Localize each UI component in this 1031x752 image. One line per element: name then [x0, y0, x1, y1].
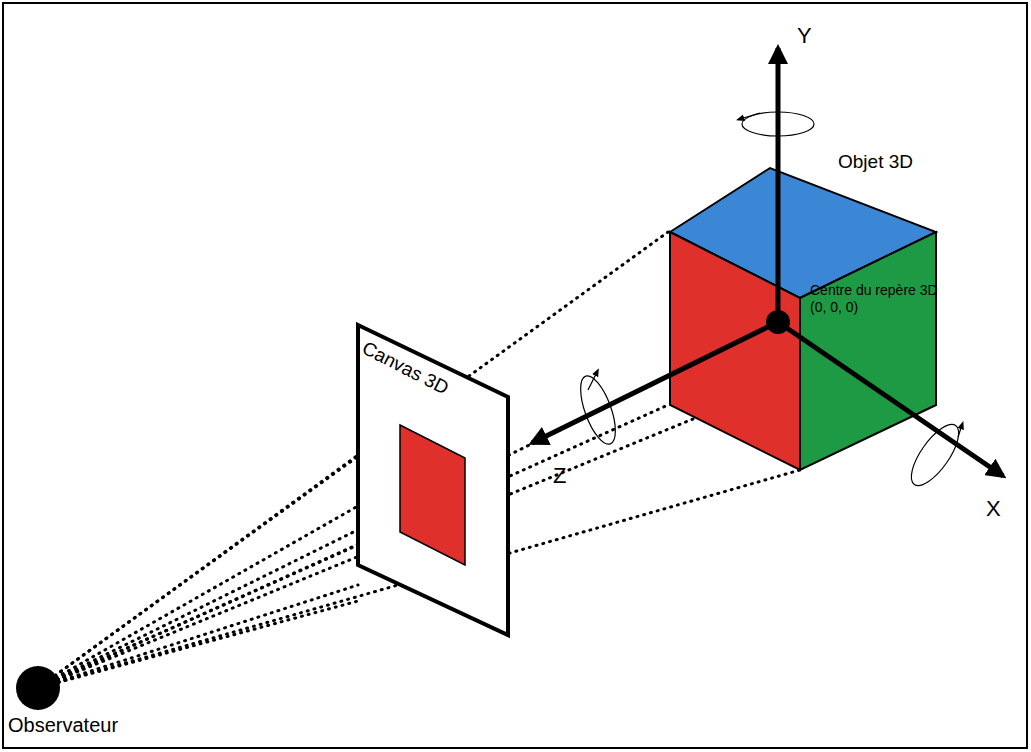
canvas-plane	[358, 325, 508, 635]
z-axis	[532, 322, 778, 443]
axis-label: Y	[797, 24, 812, 48]
observer-dot	[16, 666, 60, 710]
object-label: Objet 3D	[838, 152, 913, 173]
rotation-arrows	[573, 112, 967, 493]
origin-label: Centre du repère 3D	[810, 283, 938, 298]
axis-label: X	[986, 497, 1001, 521]
y-axis	[776, 48, 781, 322]
axis-label: Z	[553, 464, 566, 488]
observer-label: Observateur	[8, 714, 118, 736]
projection-lines	[38, 232, 800, 688]
projected-face	[400, 425, 465, 565]
origin-coordinates: (0, 0, 0)	[810, 300, 858, 315]
origin-dot	[766, 310, 790, 334]
x-axis	[778, 322, 1003, 476]
frame	[3, 3, 1027, 748]
